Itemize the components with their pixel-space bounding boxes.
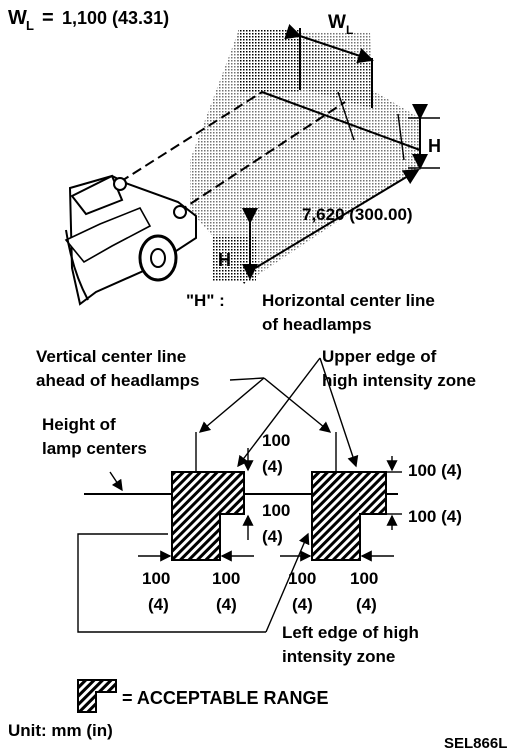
- dim-right-top: 100 (4): [408, 461, 462, 480]
- h-def-line2: of headlamps: [262, 315, 372, 334]
- wl-dim-subscript: L: [346, 23, 353, 37]
- dim-100-mid: 100: [262, 501, 290, 520]
- dim-4-mid: (4): [262, 527, 283, 546]
- left-edge-line2: intensity zone: [282, 647, 395, 666]
- beam-left-upper: [119, 91, 263, 183]
- figure-code: SEL866L: [444, 735, 507, 752]
- vcl-leader-left: [198, 377, 265, 433]
- b1-100: 100: [142, 569, 170, 588]
- screen-horizontal-line: [261, 91, 421, 151]
- wl-equals: =: [42, 7, 54, 29]
- beam-right-upper: [177, 101, 346, 213]
- h-def-line1: Horizontal center line: [262, 291, 435, 310]
- height-leader: [109, 471, 123, 492]
- b2-4: (4): [216, 595, 237, 614]
- vcl-line2: ahead of headlamps: [36, 371, 199, 390]
- h-right-label: H: [428, 136, 441, 156]
- headlamp-left: [113, 177, 127, 191]
- wl-dim-symbol: W: [328, 12, 346, 33]
- upper-leader-right: [319, 357, 359, 468]
- vcl-leader-right: [263, 377, 332, 433]
- headlamp-right: [173, 205, 187, 219]
- unit-note: Unit: mm (in): [8, 721, 113, 740]
- b3-4: (4): [292, 595, 313, 614]
- height-line2: lamp centers: [42, 439, 147, 458]
- dim-100-top: 100: [262, 431, 290, 450]
- h-left-label: H: [218, 250, 231, 270]
- b2-100: 100: [212, 569, 240, 588]
- distance-label: 7,620 (300.00): [302, 205, 413, 224]
- car-hood: [70, 174, 124, 216]
- vcl-line1: Vertical center line: [36, 347, 186, 366]
- wl-value: 1,100 (43.31): [62, 8, 169, 28]
- upper-edge-line1: Upper edge of: [322, 347, 437, 366]
- wl-dimension-line: [284, 23, 374, 64]
- car-wheel-hub: [150, 248, 166, 268]
- legend-swatch: [77, 679, 117, 713]
- screen-cross-right: [397, 113, 405, 161]
- legend-text: = ACCEPTABLE RANGE: [122, 688, 329, 708]
- vcl-leader-h: [229, 377, 265, 381]
- b4-100: 100: [350, 569, 378, 588]
- upper-edge-line2: high intensity zone: [322, 371, 476, 390]
- upper-leader-left: [237, 357, 321, 468]
- car-side-line: [65, 229, 89, 301]
- b1-4: (4): [148, 595, 169, 614]
- car-bumper: [64, 206, 152, 264]
- left-edge-leader-left: [77, 533, 266, 633]
- wl-symbol: W: [8, 7, 27, 29]
- left-edge-leader-right: [265, 532, 310, 633]
- dim-right-bottom: 100 (4): [408, 507, 462, 526]
- right-acceptable-zone: [311, 471, 387, 561]
- left-acceptable-zone: [171, 471, 245, 561]
- screen-cross-left: [337, 91, 355, 141]
- dim-4-top: (4): [262, 457, 283, 476]
- wl-subscript: L: [26, 18, 34, 33]
- height-line1: Height of: [42, 415, 116, 434]
- distance-dimension: [235, 168, 420, 285]
- b4-4: (4): [356, 595, 377, 614]
- b3-100: 100: [288, 569, 316, 588]
- left-edge-line1: Left edge of high: [282, 623, 419, 642]
- screen-shading: [238, 30, 300, 92]
- h-def-key: "H" :: [186, 291, 225, 310]
